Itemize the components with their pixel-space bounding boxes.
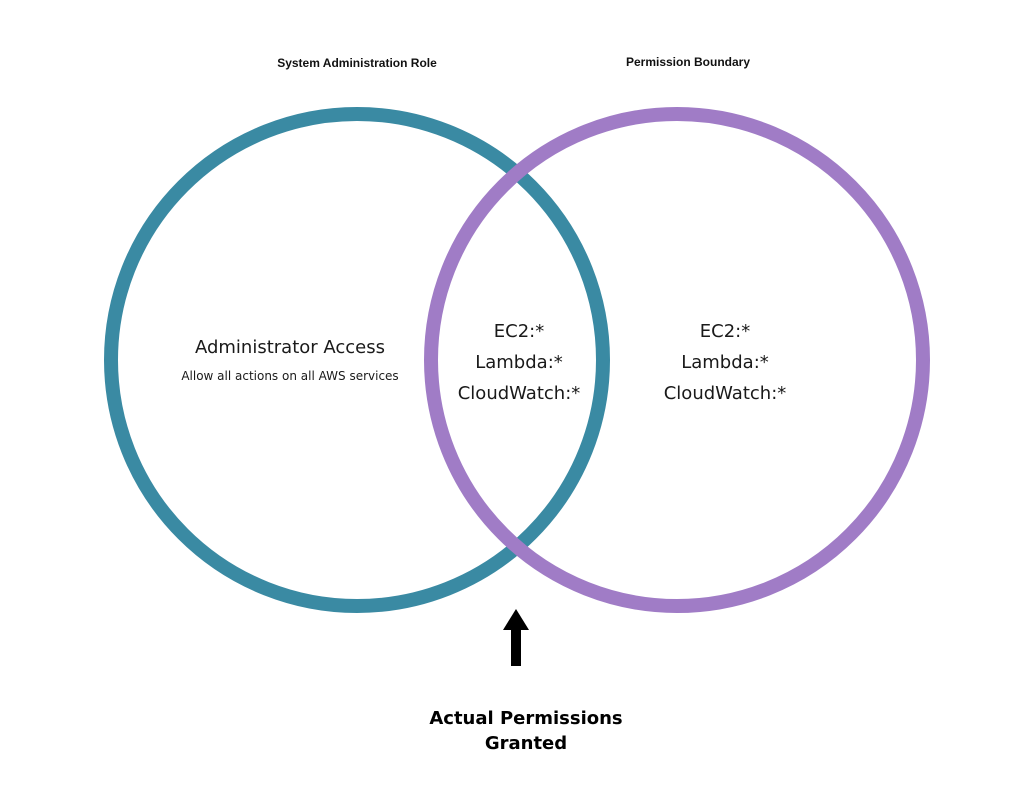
- result-line-2: Granted: [484, 733, 568, 754]
- role-content: Administrator Access Allow all actions o…: [180, 336, 400, 384]
- boundary-circle: [424, 107, 930, 613]
- intersection-permission-item: EC2:*: [493, 321, 545, 342]
- boundary-permission-item: EC2:*: [699, 321, 751, 342]
- intersection-permissions: EC2:* Lambda:* CloudWatch:*: [458, 316, 581, 409]
- result-line-1: Actual Permissions: [429, 708, 623, 729]
- boundary-permission-item: Lambda:*: [681, 352, 769, 373]
- role-heading: Administrator Access: [194, 337, 386, 358]
- arrow-head: [503, 609, 529, 630]
- role-title: System Administration Role: [277, 56, 437, 70]
- arrow-up-icon: [503, 609, 529, 666]
- result-label: Actual Permissions Granted: [429, 706, 622, 756]
- intersection-permission-item: CloudWatch:*: [457, 383, 581, 404]
- boundary-permissions: EC2:* Lambda:* CloudWatch:*: [664, 316, 787, 409]
- intersection-permission-item: Lambda:*: [475, 352, 563, 373]
- arrow-shaft: [511, 628, 521, 666]
- boundary-title: Permission Boundary: [625, 55, 751, 69]
- boundary-permission-item: CloudWatch:*: [663, 383, 787, 404]
- role-description: Allow all actions on all AWS services: [181, 369, 399, 383]
- role-circle: [104, 107, 610, 613]
